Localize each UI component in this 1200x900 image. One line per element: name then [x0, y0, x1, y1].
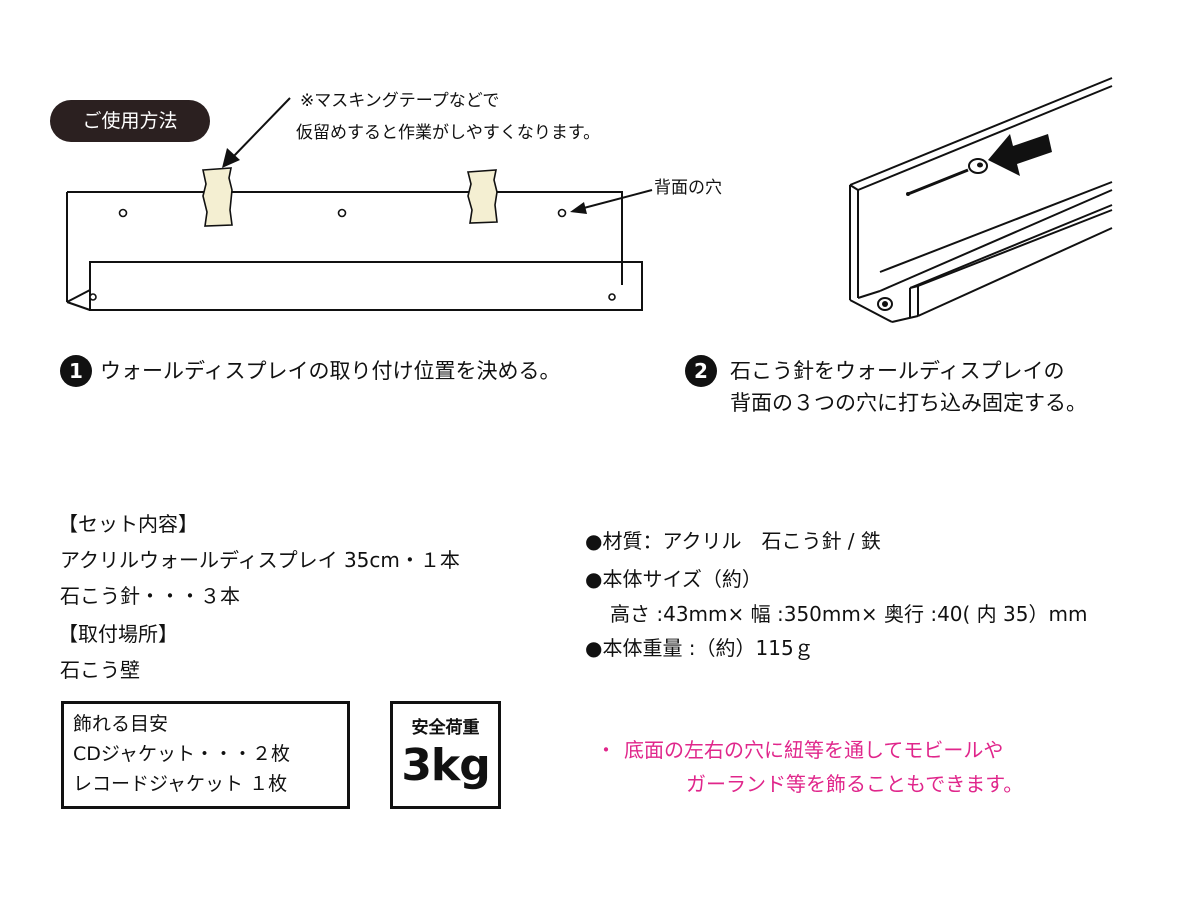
pin-icon — [906, 158, 988, 196]
place-heading: 【取付場所】 — [58, 622, 178, 646]
set-item-2: 石こう針・・・３本 — [60, 584, 240, 608]
spec-material: ●材質：アクリル 石こう針 / 鉄 — [585, 529, 881, 553]
hole-note: 背面の穴 — [654, 178, 722, 198]
pink-note-bullet: ・ — [596, 738, 616, 762]
spec-size-value: 高さ :43mm× 幅 :350mm× 奥行 :40( 内 35）mm — [610, 602, 1088, 626]
guide-line-2: レコードジャケット １枚 — [73, 773, 288, 795]
usage-label: ご使用方法 — [50, 100, 210, 142]
set-heading: 【セット内容】 — [58, 512, 198, 536]
set-item-1: アクリルウォールディスプレイ 35cm・１本 — [60, 548, 460, 572]
spec-size-heading: ●本体サイズ（約） — [585, 567, 762, 591]
load-box: 安全荷重 3kg — [390, 701, 501, 809]
shelf-front-illustration — [66, 97, 653, 311]
step-2-number: 2 — [685, 355, 717, 387]
step-1-number: 1 — [60, 355, 92, 387]
back-holes — [89, 208, 616, 301]
guide-title: 飾れる目安 — [73, 713, 169, 735]
step-2-line1: 石こう針をウォールディスプレイの — [730, 359, 1065, 383]
load-title: 安全荷重 — [411, 718, 480, 738]
step-2-line2: 背面の３つの穴に打ち込み固定する。 — [730, 391, 1087, 415]
shelf-perspective-illustration — [849, 77, 1113, 323]
load-value: 3kg — [401, 740, 490, 791]
pink-note-line2: ガーランド等を飾ることもできます。 — [686, 772, 1024, 796]
guide-line-1: CDジャケット・・・２枚 — [73, 743, 290, 765]
tape-note-line2: 仮留めすると作業がしやすくなります。 — [296, 123, 601, 143]
spec-weight: ●本体重量 :（約）115ｇ — [585, 636, 814, 660]
pink-note-line1: 底面の左右の穴に紐等を通してモビールや — [624, 738, 1004, 762]
tape-note-line1: ※マスキングテープなどで — [300, 91, 500, 111]
step-1-text: ウォールディスプレイの取り付け位置を決める。 — [100, 359, 561, 383]
place-value: 石こう壁 — [60, 658, 140, 682]
guide-box: 飾れる目安 CDジャケット・・・２枚 レコードジャケット １枚 — [61, 701, 350, 809]
arrow-icon — [988, 134, 1052, 176]
